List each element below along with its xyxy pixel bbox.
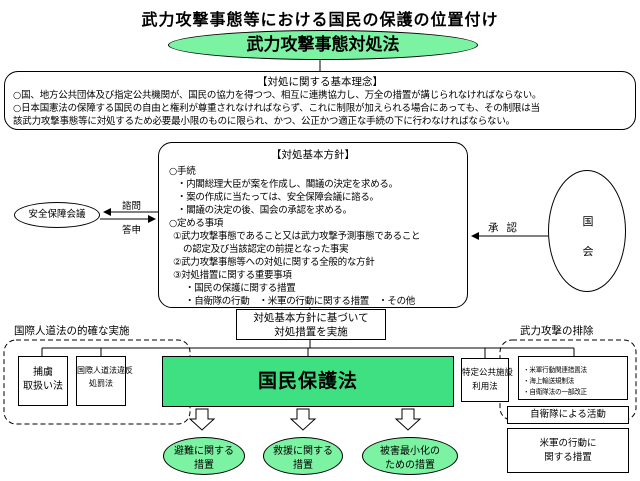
items-heading: ○定める事項 <box>169 218 223 229</box>
ihl-law-line-2: 処罰法 <box>89 379 113 388</box>
procedure-step-1: ・内閣総理大臣が案を作成し、閣議の決定を求める。 <box>177 179 398 190</box>
troop-law-item-1: ・米軍行動関連措置法 <box>523 366 587 374</box>
basic-principle-2-cont: 該武力攻撃事態等に対処するため必要最小限のものに限られ、かつ、公正かつ適正な手続… <box>13 116 515 127</box>
exclusion-group-title: 武力攻撃の排除 <box>520 325 594 337</box>
security-council-ellipse: 安全保障会議 <box>14 202 100 228</box>
diet-label-1: 国 <box>582 215 594 228</box>
policy-item-2: ②武力攻撃事態等への対処に関する全般的な方針 <box>173 257 375 268</box>
minimize-line-1: 被害最小化の <box>380 446 440 457</box>
approval-label: 承認 <box>488 222 525 234</box>
evac-line-2: 措置 <box>194 460 214 471</box>
main-law-ellipse: 武力攻撃事態対処法 <box>168 30 478 60</box>
minimize-line-2: ための措置 <box>385 460 435 471</box>
report-label: 答申 <box>122 225 142 236</box>
policy-item-3b: ・自衛隊の行動 ・米軍の行動に関する措置 ・その他 <box>185 296 416 307</box>
rescue-block-arrow <box>289 408 317 431</box>
us-action-line-2: 関する措置 <box>544 452 592 463</box>
civil-protection-law-box: 国民保護法 <box>162 356 454 407</box>
diet-ellipse: 国 会 <box>548 170 626 292</box>
us-action-measures-box: 米軍の行動に 関する措置 <box>507 428 629 473</box>
procedure-heading: ○手続 <box>169 166 196 177</box>
implementation-line-2: 対処措置を実施 <box>274 326 348 338</box>
us-action-line-1: 米軍の行動に <box>539 438 597 449</box>
procedure-step-3: ・閣議の決定の後、国会の承認を求める。 <box>177 205 352 216</box>
policy-item-1: ①武力攻撃事態であること又は武力攻撃予測事態であること <box>173 231 421 242</box>
consult-label: 諮問 <box>122 201 142 212</box>
basic-principle-2: ○日本国憲法の保障する国民の自由と権利が尊重されなければならず、これに制限が加え… <box>13 103 540 114</box>
facility-law-line-2: 利用法 <box>472 382 498 392</box>
evac-line-1: 避難に関する <box>174 446 234 457</box>
basic-principle-1: ○国、地方公共団体及び指定公共機関が、国民の協力を得つつ、相互に連携協力し、万全… <box>13 90 542 101</box>
ihl-violation-law-box: 国際人道法違反 処罰法 <box>76 356 133 406</box>
troop-laws-box: ・米軍行動関連措置法 ・海上輸送規制法 ・自衛隊法の一部改正 <box>518 356 628 400</box>
evacuation-measures-ellipse: 避難に関する 措置 <box>163 437 245 475</box>
basic-policy-title: 【対処基本方針】 <box>271 149 355 161</box>
implementation-line-1: 対処基本方針に基づいて <box>253 312 369 324</box>
implementation-box: 対処基本方針に基づいて 対処措置を実施 <box>236 309 386 340</box>
diet-label-2: 会 <box>582 245 594 258</box>
public-facility-law-box: 特定公共施設 利用法 <box>461 358 514 402</box>
page-title: 武力攻撃事態等における国民の保護の位置付け <box>141 10 499 29</box>
procedure-step-2: ・案の作成に当たっては、安全保障会議に諮る。 <box>177 192 379 203</box>
rescue-line-1: 救援に関する <box>273 446 333 457</box>
policy-item-1-cont: の認定及び当該認定の前提となった事実 <box>183 244 349 255</box>
facility-law-line-1: 特定公共施設 <box>462 368 514 378</box>
troop-law-item-3: ・自衛隊法の一部改正 <box>523 388 587 396</box>
minimize-block-arrow <box>394 408 422 431</box>
policy-item-3: ③対処措置に関する重要事項 <box>173 270 292 281</box>
ihl-group-title: 国際人道法の的確な実施 <box>14 325 130 337</box>
rescue-line-2: 措置 <box>293 460 313 471</box>
troop-law-item-2: ・海上輸送規制法 <box>523 377 575 385</box>
basic-principles-box: 【対処に関する基本理念】 ○国、地方公共団体及び指定公共機関が、国民の協力を得つ… <box>4 71 636 130</box>
evac-block-arrow <box>188 408 216 431</box>
rescue-measures-ellipse: 救援に関する 措置 <box>263 437 343 475</box>
pow-treatment-law-box: 捕虜 取扱い法 <box>18 356 68 406</box>
pow-law-line-1: 捕虜 <box>33 367 53 378</box>
sdf-activity-box: 自衛隊による活動 <box>507 406 629 424</box>
damage-minimization-ellipse: 被害最小化の ための措置 <box>362 437 458 475</box>
pow-law-line-2: 取扱い法 <box>23 381 63 392</box>
policy-item-3a: ・国民の保護に関する措置 <box>185 283 296 294</box>
basic-principles-title: 【対処に関する基本理念】 <box>257 76 383 88</box>
basic-policy-box: 【対処基本方針】 ○手続 ・内閣総理大臣が案を作成し、閣議の決定を求める。 ・案… <box>158 142 468 308</box>
ihl-law-line-1: 国際人道法違反 <box>77 366 133 375</box>
